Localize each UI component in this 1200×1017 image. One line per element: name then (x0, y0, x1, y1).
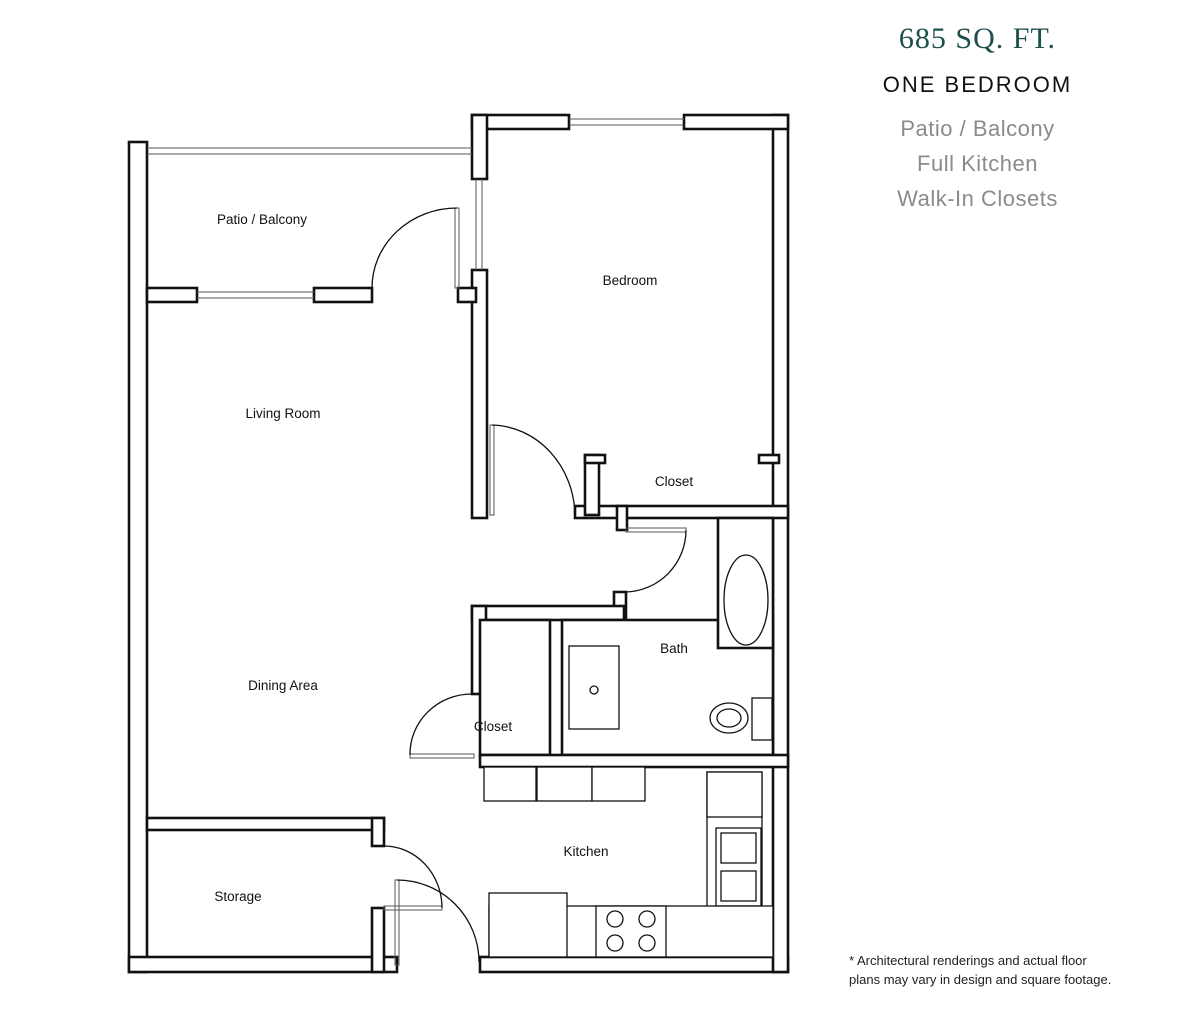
burner-2 (638, 910, 656, 928)
room-label-dining-area: Dining Area (248, 678, 318, 693)
room-label-bath: Bath (660, 641, 688, 656)
south-wall-kitchen (478, 955, 790, 974)
room-label-patio: Patio / Balcony (217, 212, 307, 227)
storage-north-wall (145, 816, 386, 832)
room-label-living-room: Living Room (245, 406, 320, 421)
bedroom-north-wall-right (682, 113, 790, 131)
disclaimer: * Architectural renderings and actual fl… (849, 951, 1149, 989)
patio-wall-right (312, 286, 374, 304)
disclaimer-line-1: * Architectural renderings and actual fl… (849, 953, 1087, 968)
room-label-hall-closet: Closet (474, 719, 513, 734)
room-label-bedroom: Bedroom (603, 273, 658, 288)
bedroom-west-wall-upper (470, 113, 489, 181)
bath-door (625, 527, 687, 593)
entry-door (394, 879, 480, 966)
south-wall-storage (127, 955, 399, 974)
kitchen-sink-basin-1 (720, 832, 757, 864)
storage-door (383, 845, 443, 911)
square-footage: 685 SQ. FT. (898, 22, 1057, 55)
bedroom-closet-jamb-right (757, 453, 781, 465)
bedroom-closet-jamb-left (583, 453, 607, 465)
toilet-bowl (709, 702, 749, 734)
dishwasher (488, 892, 568, 958)
bath-tub-box (716, 516, 775, 650)
west-wall (127, 140, 149, 974)
range (595, 905, 667, 958)
kitchen-north-wall (478, 753, 790, 769)
burner-4 (638, 934, 656, 952)
bedroom-west-wall-lower (470, 268, 489, 520)
kitchen-sink-basin-2 (720, 870, 757, 902)
hall-closet-east-wall (478, 618, 552, 757)
bedroom-west-jamb (456, 286, 478, 304)
bathtub (723, 554, 769, 646)
storage-east-wall-lower (370, 906, 386, 974)
bedroom-south-wall-a (573, 504, 790, 520)
upper-cabinet-3 (591, 766, 646, 802)
hall-closet-door (409, 693, 475, 759)
vanity (568, 645, 620, 730)
hall-closet-north-wall (470, 604, 626, 622)
burner-3 (606, 934, 624, 952)
disclaimer-line-2: plans may vary in design and square foot… (849, 972, 1112, 987)
bedroom-door (489, 424, 576, 516)
room-label-storage: Storage (214, 889, 261, 904)
east-wall (771, 113, 790, 974)
feature-kitchen: Full Kitchen (917, 151, 1038, 176)
patio-door (371, 207, 460, 289)
room-label-kitchen: Kitchen (563, 844, 608, 859)
feature-patio: Patio / Balcony (900, 116, 1055, 141)
unit-type: ONE BEDROOM (882, 72, 1073, 97)
sink-drain (589, 685, 599, 695)
toilet-seat (716, 708, 742, 728)
bedroom-south-wall-b (615, 504, 629, 532)
upper-cabinet-1 (483, 766, 537, 802)
burner-1 (606, 910, 624, 928)
refrigerator (706, 771, 763, 818)
patio-wall-left (145, 286, 199, 304)
feature-closets: Walk-In Closets (897, 186, 1058, 211)
toilet-tank (751, 697, 773, 741)
storage-east-wall-upper (370, 816, 386, 848)
upper-cabinet-2 (536, 766, 593, 802)
room-label-bedroom-closet: Closet (655, 474, 694, 489)
